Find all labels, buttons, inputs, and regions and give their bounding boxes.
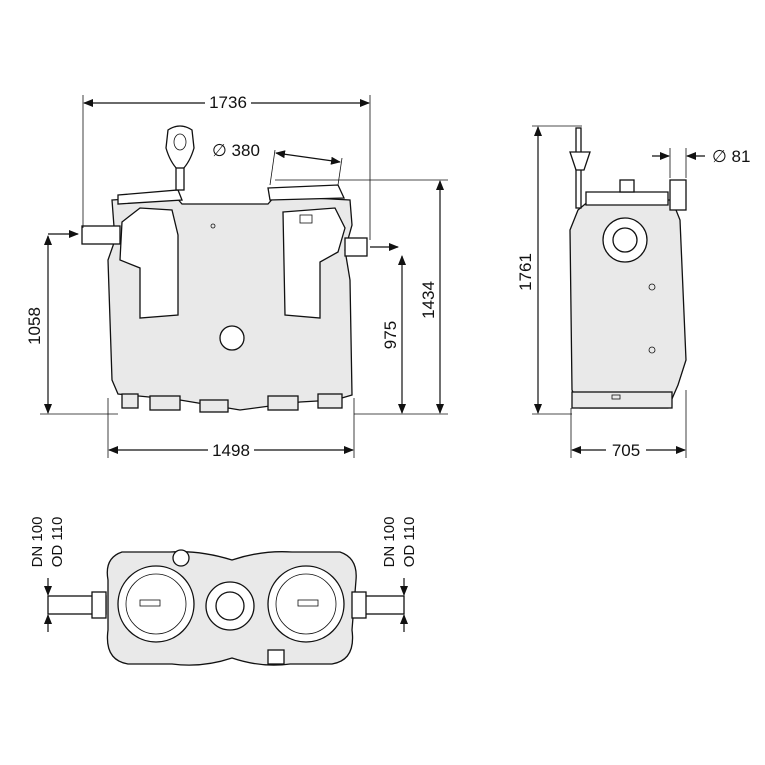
front-view: 1736 ∅ 380 1498 1058 975 1434 bbox=[25, 90, 448, 460]
side-vent-pipe bbox=[669, 179, 687, 211]
front-handle-stem bbox=[175, 167, 185, 191]
plan-view: DN 100 OD 110 DN 100 OD 110 bbox=[29, 517, 418, 666]
front-inlet-pipe bbox=[81, 225, 121, 245]
plan-left-cover-outer bbox=[117, 565, 195, 643]
front-lifting-eye bbox=[165, 125, 195, 171]
side-port-inner bbox=[612, 227, 638, 253]
side-view: 1761 705 ∅ 81 bbox=[516, 125, 750, 460]
front-outlet-pipe bbox=[344, 237, 368, 257]
front-central-port bbox=[219, 325, 245, 351]
dim-total-height: 1434 bbox=[419, 281, 438, 319]
plan-right-dn: DN 100 bbox=[381, 517, 398, 568]
plan-left-dn: DN 100 bbox=[29, 517, 46, 568]
side-cover-knob bbox=[619, 179, 635, 193]
front-left-cover bbox=[117, 189, 183, 205]
dim-side-depth: 705 bbox=[612, 441, 640, 460]
dim-inlet-height: 1058 bbox=[25, 307, 44, 345]
dim-base-width: 1498 bbox=[212, 441, 250, 460]
plan-right-cover-outer bbox=[267, 565, 345, 643]
dim-overall-width: 1736 bbox=[209, 93, 247, 112]
front-left-chamber bbox=[119, 207, 179, 319]
front-right-cover bbox=[267, 184, 346, 201]
plan-right-od: OD 110 bbox=[401, 517, 418, 568]
front-feet bbox=[121, 393, 343, 413]
plan-top-fitting bbox=[172, 549, 190, 567]
plan-left-od: OD 110 bbox=[49, 517, 66, 568]
plan-center-pump-inner bbox=[215, 591, 245, 621]
plan-bottom-fitting bbox=[267, 649, 285, 665]
side-base bbox=[571, 391, 673, 409]
dim-side-height: 1761 bbox=[516, 253, 535, 291]
dim-cover-diameter: ∅ 380 bbox=[212, 141, 260, 160]
side-cover bbox=[585, 191, 669, 206]
dim-outlet-height: 975 bbox=[381, 321, 400, 349]
dim-vent-diameter: ∅ 81 bbox=[712, 147, 750, 166]
front-right-chamber bbox=[282, 207, 346, 319]
